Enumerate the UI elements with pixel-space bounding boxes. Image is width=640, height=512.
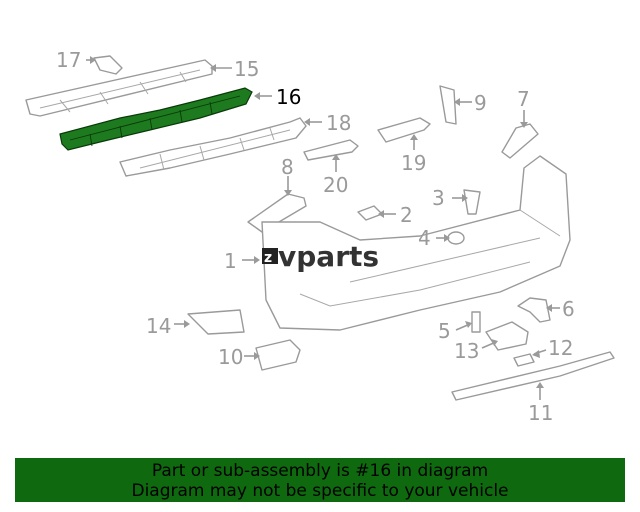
part-12-clip [513, 353, 535, 367]
callout-19: 19 [401, 151, 426, 175]
callout-5: 5 [438, 319, 451, 343]
callout-3: 3 [432, 186, 445, 210]
svg-text:z: z [264, 250, 272, 266]
part-6-bracket [517, 297, 551, 323]
part-7-bracket [501, 123, 539, 159]
part-5-clip [471, 311, 481, 333]
part-19-bracket [377, 117, 431, 143]
callout-11: 11 [528, 401, 553, 425]
part-14-reflector [187, 309, 245, 335]
part-3-clip [463, 189, 481, 215]
callout-15: 15 [234, 57, 259, 81]
part-15-reinforcement [25, 59, 213, 117]
callout-1: 1 [224, 249, 237, 273]
banner-line-1: Part or sub-assembly is #16 in diagram [151, 461, 489, 481]
info-banner: Part or sub-assembly is #16 in diagram D… [15, 458, 625, 502]
part-18-absorber [119, 117, 307, 177]
callout-10: 10 [218, 345, 243, 369]
callout-14: 14 [146, 314, 171, 338]
part-13-bracket [485, 321, 529, 351]
part-20-bracket [303, 139, 359, 161]
watermark-text: vparts [278, 240, 379, 273]
callout-12: 12 [548, 336, 573, 360]
callout-16: 16 [276, 85, 301, 109]
part-16-energy-absorber [59, 87, 253, 151]
callout-9: 9 [474, 91, 487, 115]
callout-17: 17 [56, 48, 81, 72]
callout-8: 8 [281, 155, 294, 179]
callout-6: 6 [562, 297, 575, 321]
banner-line-2: Diagram may not be specific to your vehi… [131, 481, 509, 501]
callout-2: 2 [400, 203, 413, 227]
part-2-screw [357, 205, 383, 221]
callout-18: 18 [326, 111, 351, 135]
callout-13: 13 [454, 339, 479, 363]
part-10-bracket [255, 339, 301, 371]
callout-4: 4 [418, 226, 431, 250]
leader-lines [86, 56, 560, 400]
part-9-bracket [439, 85, 457, 125]
part-17-bracket [93, 55, 123, 75]
part-1-bumper-cover [261, 155, 571, 331]
part-11-molding [451, 351, 615, 401]
vparts-logo: z vparts [262, 240, 379, 273]
part-4-nut [447, 231, 465, 245]
callout-7: 7 [517, 87, 530, 111]
callout-20: 20 [323, 173, 348, 197]
